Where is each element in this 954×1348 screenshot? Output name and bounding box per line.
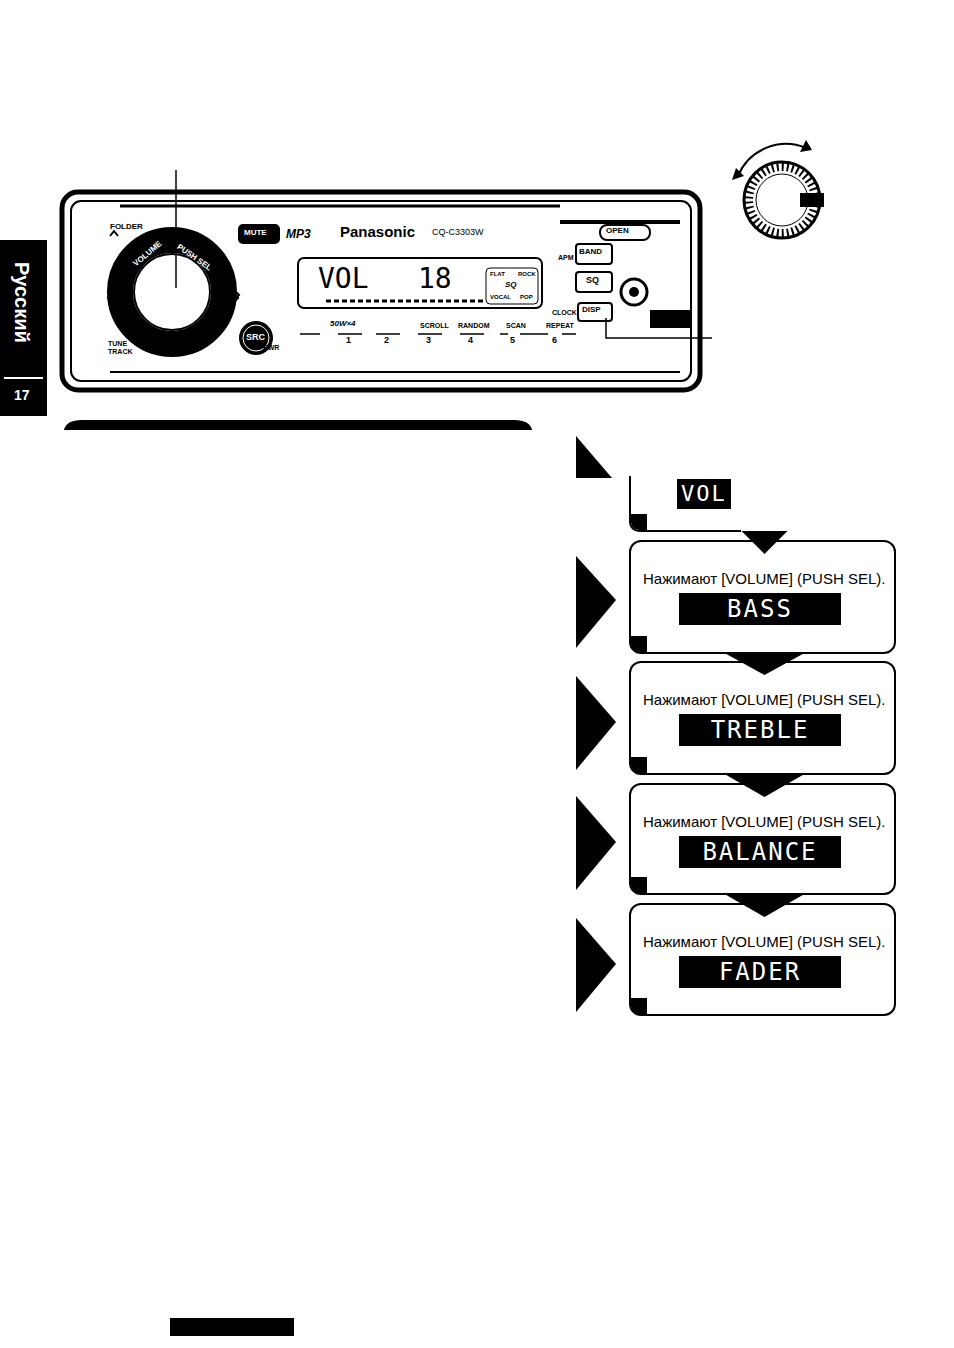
- panel-outline: [62, 192, 700, 390]
- instruction-text: Нажимают [VOLUME] (PUSH SEL).: [643, 814, 885, 831]
- corner-mark: [631, 998, 647, 1014]
- panel-label: OPEN: [606, 227, 629, 236]
- panel-label: PWR: [263, 344, 279, 352]
- panel-label: SRC: [246, 333, 265, 343]
- panel-label: 3: [426, 336, 431, 346]
- panel-label: MP3: [286, 228, 311, 241]
- panel-edge: [120, 205, 560, 208]
- panel-label: POP: [520, 294, 533, 301]
- panel-label: VOCAL: [490, 294, 511, 301]
- aux-jack: [621, 279, 647, 305]
- panel-label: DISP: [582, 306, 601, 315]
- step-box: Нажимают [VOLUME] (PUSH SEL). BASS: [629, 540, 896, 654]
- display-readout: FADER: [679, 956, 841, 988]
- panel-label: RANDOM: [458, 322, 490, 330]
- panel-label: TUNE TRACK: [108, 340, 136, 355]
- sq-indicator: [486, 268, 538, 304]
- panel-label: Panasonic: [340, 224, 415, 241]
- arrow-head: [800, 140, 812, 152]
- step-box: VOL: [629, 476, 741, 532]
- step-marker: [576, 796, 616, 890]
- step-box: Нажимают [VOLUME] (PUSH SEL). TREBLE: [629, 661, 896, 775]
- display-readout: BASS: [679, 593, 841, 625]
- display-readout: VOL: [677, 479, 731, 509]
- step-marker: [576, 436, 612, 478]
- flow-arrow-head: [742, 531, 788, 554]
- display-readout: BALANCE: [679, 836, 841, 868]
- panel-edge: [650, 310, 690, 328]
- panel-label: APM: [558, 254, 574, 262]
- sq-button: [576, 272, 612, 292]
- language-tab: [0, 240, 47, 416]
- instruction-text: Нажимают [VOLUME] (PUSH SEL).: [643, 571, 885, 588]
- language-tab-label: Русский: [11, 262, 33, 343]
- leader-line: [175, 170, 177, 288]
- corner-mark: [631, 636, 647, 652]
- mute-button: [238, 224, 280, 244]
- band-button: [576, 244, 612, 264]
- panel-label: SCAN: [506, 322, 526, 330]
- panel-edge: [110, 371, 680, 373]
- panel-label: SQ: [505, 281, 517, 290]
- footer-bar: [170, 1318, 294, 1336]
- step-marker: [576, 676, 616, 770]
- panel-label: ROCK: [518, 271, 536, 278]
- instruction-text: Нажимают [VOLUME] (PUSH SEL).: [643, 692, 885, 709]
- corner-mark: [631, 757, 647, 773]
- display-readout: 18: [418, 264, 452, 295]
- display-window: [298, 258, 542, 308]
- corner-mark: [631, 514, 647, 530]
- preset-strip: [300, 333, 576, 335]
- disp-button: [578, 303, 612, 321]
- display-readout: VOL: [318, 264, 369, 295]
- panel-label: CQ-C3303W: [432, 228, 484, 238]
- panel-label: 5: [510, 336, 515, 346]
- panel-label: 50W×4: [330, 320, 356, 329]
- step-box: Нажимают [VOLUME] (PUSH SEL). BALANCE: [629, 783, 896, 895]
- knob-marker: [800, 193, 824, 207]
- arrow-head: [732, 168, 744, 180]
- panel-label: 6: [552, 336, 557, 346]
- panel-label: SCROLL: [420, 322, 449, 330]
- panel-edge: [560, 220, 680, 224]
- instruction-text: Нажимают [VOLUME] (PUSH SEL).: [643, 934, 885, 951]
- panel-label: REPEAT: [546, 322, 574, 330]
- step-box: Нажимают [VOLUME] (PUSH SEL). FADER: [629, 903, 896, 1016]
- panel-label: BAND: [579, 248, 602, 257]
- step-marker: [576, 556, 616, 648]
- panel-label: FOLDER: [110, 223, 143, 232]
- aux-jack: [629, 287, 639, 297]
- panel-label: CLOCK: [552, 309, 577, 317]
- open-button: [600, 225, 650, 240]
- page-number: 17: [14, 388, 30, 403]
- panel-label: FLAT: [490, 271, 505, 278]
- section-bar: [64, 420, 532, 430]
- tab-divider: [4, 377, 43, 379]
- display-readout: TREBLE: [679, 714, 841, 746]
- arrow-symbols: [110, 231, 239, 353]
- panel-label: 2: [384, 336, 389, 346]
- level-meter: [326, 300, 484, 303]
- panel-label: 4: [468, 336, 473, 346]
- leader-line: [606, 318, 712, 338]
- panel-label: MUTE: [244, 229, 267, 238]
- volume-ring: [120, 240, 224, 344]
- arrow-symbols: [108, 292, 238, 304]
- flow-arrow-head: [725, 894, 805, 917]
- panel-inner: [71, 201, 691, 381]
- corner-mark: [631, 877, 647, 893]
- step-marker: [576, 918, 616, 1012]
- flow-arrow-head: [725, 653, 805, 675]
- flow-arrow-head: [725, 774, 805, 797]
- panel-label: SQ: [586, 276, 599, 286]
- panel-label: 1: [346, 336, 351, 346]
